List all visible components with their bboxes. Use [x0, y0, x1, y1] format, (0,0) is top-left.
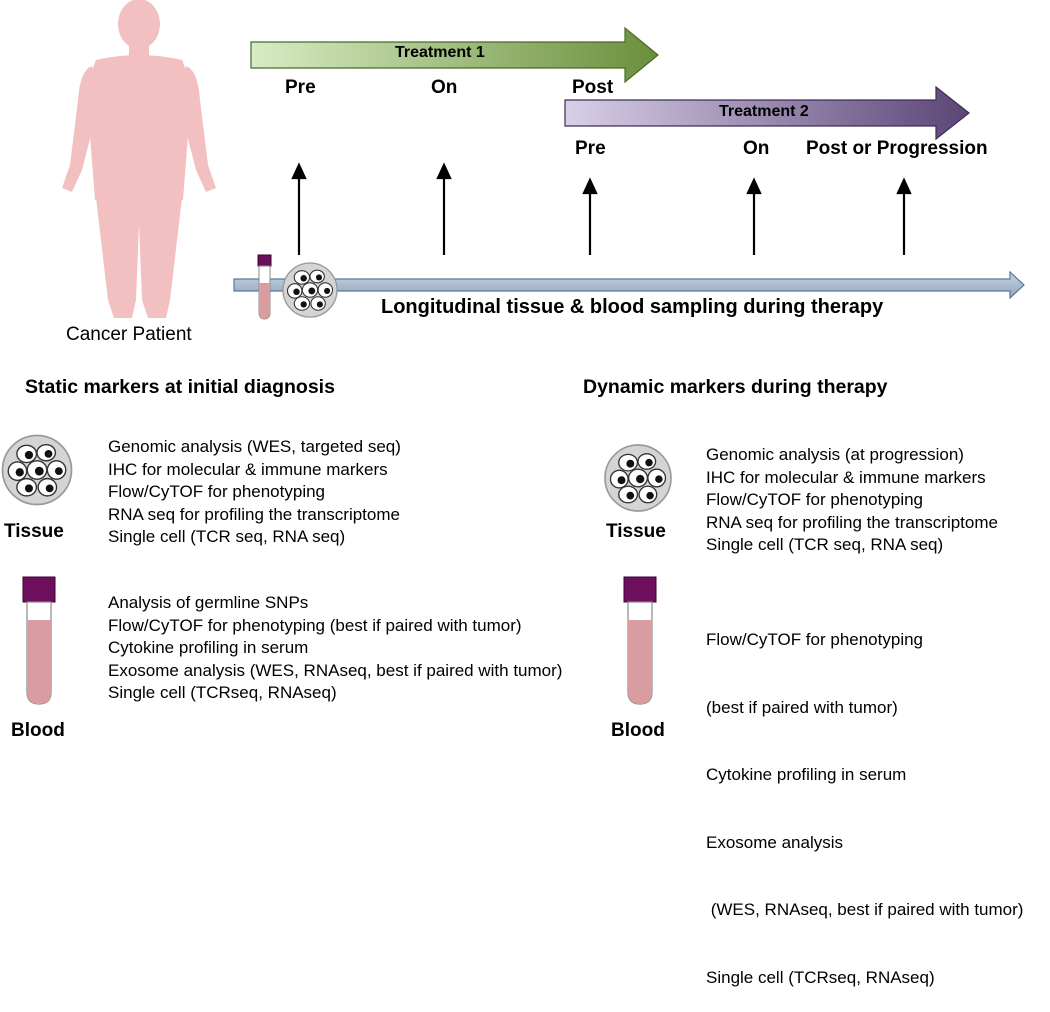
list-item: IHC for molecular & immune markers	[108, 459, 388, 479]
list-item: RNA seq for profiling the transcriptome	[108, 504, 400, 524]
list-item: Cytokine profiling in serum	[108, 638, 309, 657]
treatment-1-phase-on: On	[431, 77, 458, 98]
static-blood-label: Blood	[11, 720, 65, 741]
list-item: Flow/CyTOF for phenotyping (best if pair…	[108, 615, 522, 635]
diagram-canvas	[1, 0, 1025, 705]
dynamic-tissue-list: Genomic analysis (at progression) IHC fo…	[706, 444, 998, 557]
patient-label: Cancer Patient	[66, 324, 192, 345]
list-item: Single cell (TCRseq, RNAseq)	[108, 683, 337, 702]
list-item: Single cell (TCR seq, RNA seq)	[706, 535, 944, 554]
treatment-1-phase-pre: Pre	[285, 77, 316, 98]
treatment-1-phase-post: Post	[572, 77, 614, 98]
list-item: Analysis of germline SNPs	[108, 593, 309, 612]
dynamic-section-title: Dynamic markers during therapy	[583, 376, 888, 398]
list-item: Exosome analysis	[706, 832, 844, 852]
static-section-title: Static markers at initial diagnosis	[25, 376, 335, 398]
treatment-2-label: Treatment 2	[719, 103, 809, 120]
static-tissue-list: Genomic analysis (WES, targeted seq) IHC…	[108, 436, 401, 549]
sampling-arrows	[291, 162, 912, 255]
list-item: Cytokine profiling in serum	[706, 765, 907, 784]
treatment-2-phase-pre: Pre	[575, 138, 606, 159]
treatment-2-phase-on: On	[743, 138, 770, 159]
list-item: Flow/CyTOF for phenotyping	[108, 482, 325, 501]
patient-silhouette	[62, 0, 216, 318]
treatment-1-arrow	[250, 26, 659, 84]
timeline-label: Longitudinal tissue & blood sampling dur…	[381, 296, 884, 318]
list-item: Single cell (TCR seq, RNA seq)	[108, 527, 346, 546]
static-tissue-icon	[1, 434, 73, 506]
static-tissue-label: Tissue	[4, 521, 64, 542]
dynamic-blood-tube-icon	[623, 576, 657, 705]
list-item: Genomic analysis (at progression)	[706, 445, 964, 464]
timeline-tissue-icon	[282, 262, 338, 318]
treatment-2-arrow	[564, 85, 970, 141]
treatment-2-phase-post: Post or Progression	[806, 138, 988, 159]
static-blood-tube-icon	[22, 576, 56, 705]
list-item: Single cell (TCRseq, RNAseq)	[706, 967, 935, 987]
static-blood-list: Analysis of germline SNPs Flow/CyTOF for…	[108, 592, 562, 705]
list-item: IHC for molecular & immune markers	[706, 467, 986, 487]
list-item: RNA seq for profiling the transcriptome	[706, 512, 998, 532]
list-item: (best if paired with tumor)	[706, 697, 898, 717]
list-item: Flow/CyTOF for phenotyping	[706, 630, 923, 649]
dynamic-tissue-icon	[604, 444, 672, 512]
list-item: Genomic analysis (WES, targeted seq)	[108, 437, 401, 456]
treatment-1-label: Treatment 1	[395, 44, 485, 61]
dynamic-tissue-label: Tissue	[606, 521, 666, 542]
list-item: (WES, RNAseq, best if paired with tumor)	[706, 900, 1024, 919]
dynamic-blood-list: Flow/CyTOF for phenotyping (best if pair…	[706, 584, 1023, 1012]
dynamic-blood-label: Blood	[611, 720, 665, 741]
list-item: Flow/CyTOF for phenotyping	[706, 490, 923, 509]
timeline-blood-tube-icon	[257, 254, 272, 320]
list-item: Exosome analysis (WES, RNAseq, best if p…	[108, 660, 563, 680]
timeline-arrow	[233, 270, 1025, 300]
